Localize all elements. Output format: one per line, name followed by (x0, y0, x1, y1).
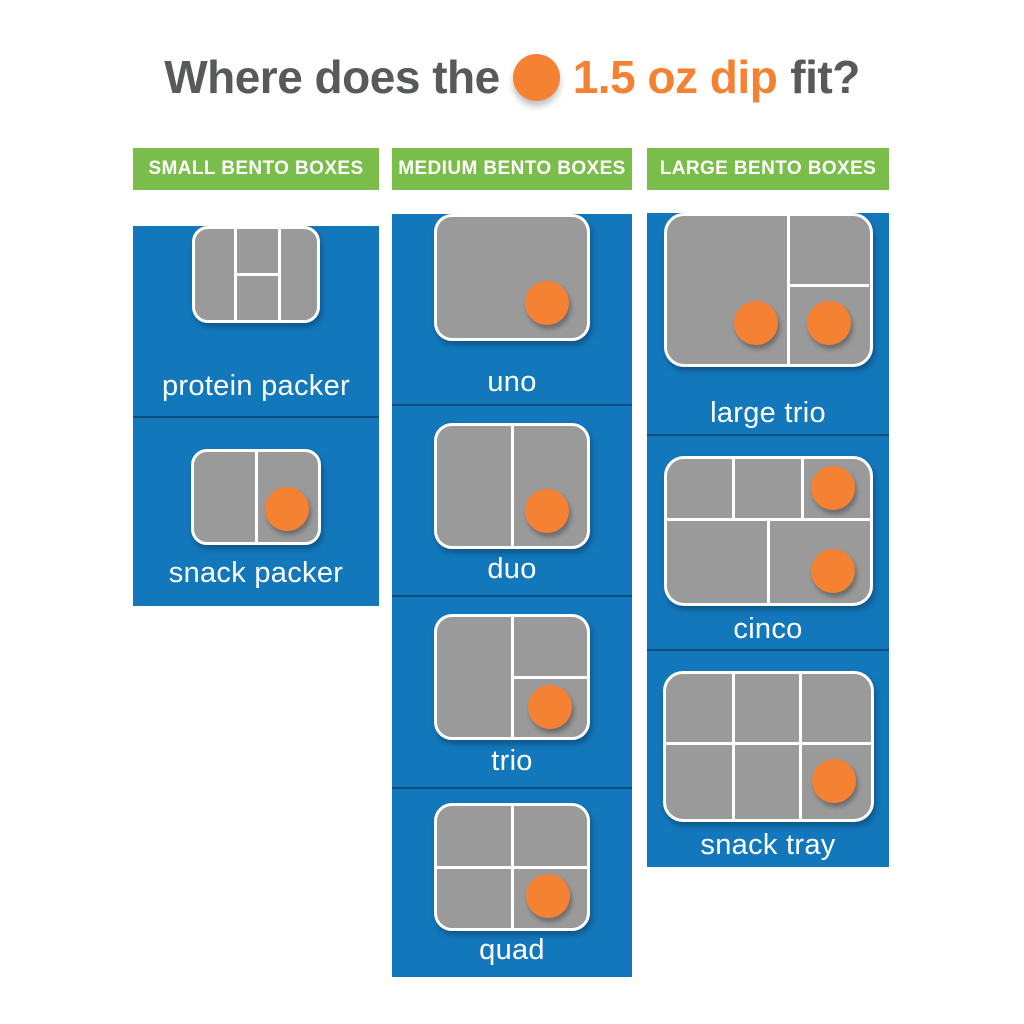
compartment-divider (665, 742, 871, 746)
column-header-small-bento-boxes: SMALL BENTO BOXES (133, 148, 379, 190)
bento-box-large-trio (663, 213, 873, 367)
card-quad: quad (392, 787, 632, 977)
column-small-bento-boxes: SMALL BENTO BOXES protein packer snack pac… (133, 148, 379, 606)
card-uno: uno (392, 214, 632, 404)
compartment-divider (799, 674, 803, 819)
compartment-divider (801, 459, 804, 520)
compartment-divider (731, 674, 735, 819)
compartment-divider (437, 865, 587, 869)
card-large-trio: large trio (647, 213, 889, 434)
box-label-duo: duo (487, 553, 537, 585)
bento-box-quad (434, 803, 590, 931)
dip-dot-icon (512, 53, 560, 101)
dip-dot-icon (811, 759, 856, 804)
box-label-large-trio: large trio (710, 397, 826, 429)
bento-box-snack-tray (662, 671, 874, 822)
compartment-divider (786, 216, 790, 364)
bento-box-snack-packer (191, 449, 321, 545)
bento-box-trio (434, 614, 590, 740)
dip-dot-icon (526, 874, 570, 919)
bento-box-uno (434, 214, 590, 341)
column-header-large-bento-boxes: LARGE BENTO BOXES (647, 148, 889, 190)
compartment-divider (254, 452, 258, 542)
card-duo: duo (392, 404, 632, 595)
title-highlight: 1.5 oz dip (572, 51, 778, 103)
card-snack-packer: snack packer (133, 416, 379, 606)
compartment-divider (510, 426, 514, 546)
bento-box-duo (434, 423, 590, 549)
dip-dot-icon (806, 300, 851, 345)
box-label-uno: uno (487, 366, 537, 398)
compartment-divider (766, 519, 770, 603)
title-suffix: fit? (790, 51, 860, 103)
compartment-divider (512, 675, 587, 679)
card-trio: trio (392, 595, 632, 787)
card-cinco: cinco (647, 434, 889, 649)
compartment-divider (788, 284, 870, 288)
dip-dot-icon (524, 280, 569, 325)
bento-box-cinco (663, 456, 873, 606)
column-large-bento-boxes: LARGE BENTO BOXES large trio cinco snack tr… (647, 148, 889, 867)
box-label-trio: trio (491, 745, 533, 777)
box-label-snack-tray: snack tray (700, 829, 836, 861)
dip-dot-icon (810, 549, 855, 594)
box-label-cinco: cinco (733, 613, 803, 645)
page-title: Where does the 1.5 oz dip fit? (0, 42, 1024, 112)
box-label-snack-packer: snack packer (168, 557, 344, 589)
dip-dot-icon (524, 489, 569, 534)
column-header-medium-bento-boxes: MEDIUM BENTO BOXES (392, 148, 632, 190)
column-medium-bento-boxes: MEDIUM BENTO BOXES uno duo trio quad (392, 148, 632, 977)
box-label-quad: quad (479, 934, 545, 966)
card-snack-tray: snack tray (647, 649, 889, 867)
dip-dot-icon (265, 486, 309, 531)
compartment-divider (235, 273, 280, 276)
dip-dot-icon (527, 685, 572, 729)
title-prefix: Where does the (164, 51, 500, 103)
bento-box-protein-packer (192, 226, 320, 323)
dip-dot-icon (810, 465, 855, 510)
compartment-divider (731, 459, 735, 520)
box-label-protein-packer: protein packer (162, 370, 350, 402)
dip-dot-icon (733, 300, 778, 345)
compartment-divider (277, 229, 281, 320)
card-protein-packer: protein packer (133, 226, 379, 416)
